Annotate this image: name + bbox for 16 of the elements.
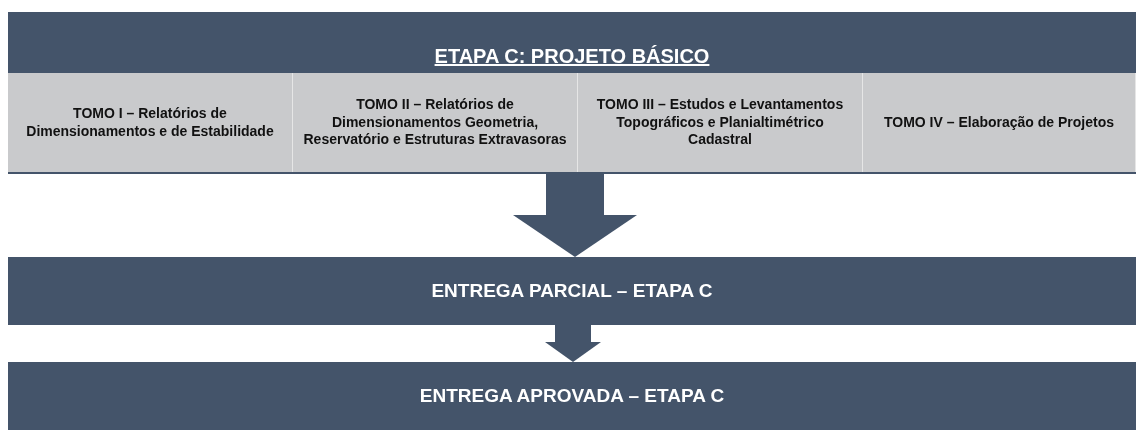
node-text: ENTREGA PARCIAL – ETAPA C bbox=[431, 280, 713, 302]
stage-band bbox=[8, 12, 1136, 174]
node-text: TOMO I – Relatórios de Dimensionamentos e de Estabilidade bbox=[25, 105, 275, 140]
volume-cell bbox=[8, 73, 293, 172]
volume-cell bbox=[578, 73, 863, 172]
block-arrow bbox=[513, 174, 637, 257]
node-text: ENTREGA APROVADA – ETAPA C bbox=[419, 385, 725, 407]
volume-cell bbox=[863, 73, 1136, 172]
node-text: TOMO III – Estudos e Levantamentos Topográficos e Planialtimétrico Cadastral bbox=[595, 96, 845, 149]
node-text: TOMO II – Relatórios de Dimensionamentos Geometria, Reservatório e Estruturas Extravasoras bbox=[303, 96, 567, 149]
stage-band bbox=[8, 362, 1136, 430]
node-text: TOMO IV – Elaboração de Projetos bbox=[884, 113, 1114, 132]
volume-cell bbox=[293, 73, 578, 172]
stage-band bbox=[8, 257, 1136, 325]
block-arrow bbox=[545, 325, 601, 362]
stage-title: ETAPA C: PROJETO BÁSICO bbox=[434, 45, 710, 68]
